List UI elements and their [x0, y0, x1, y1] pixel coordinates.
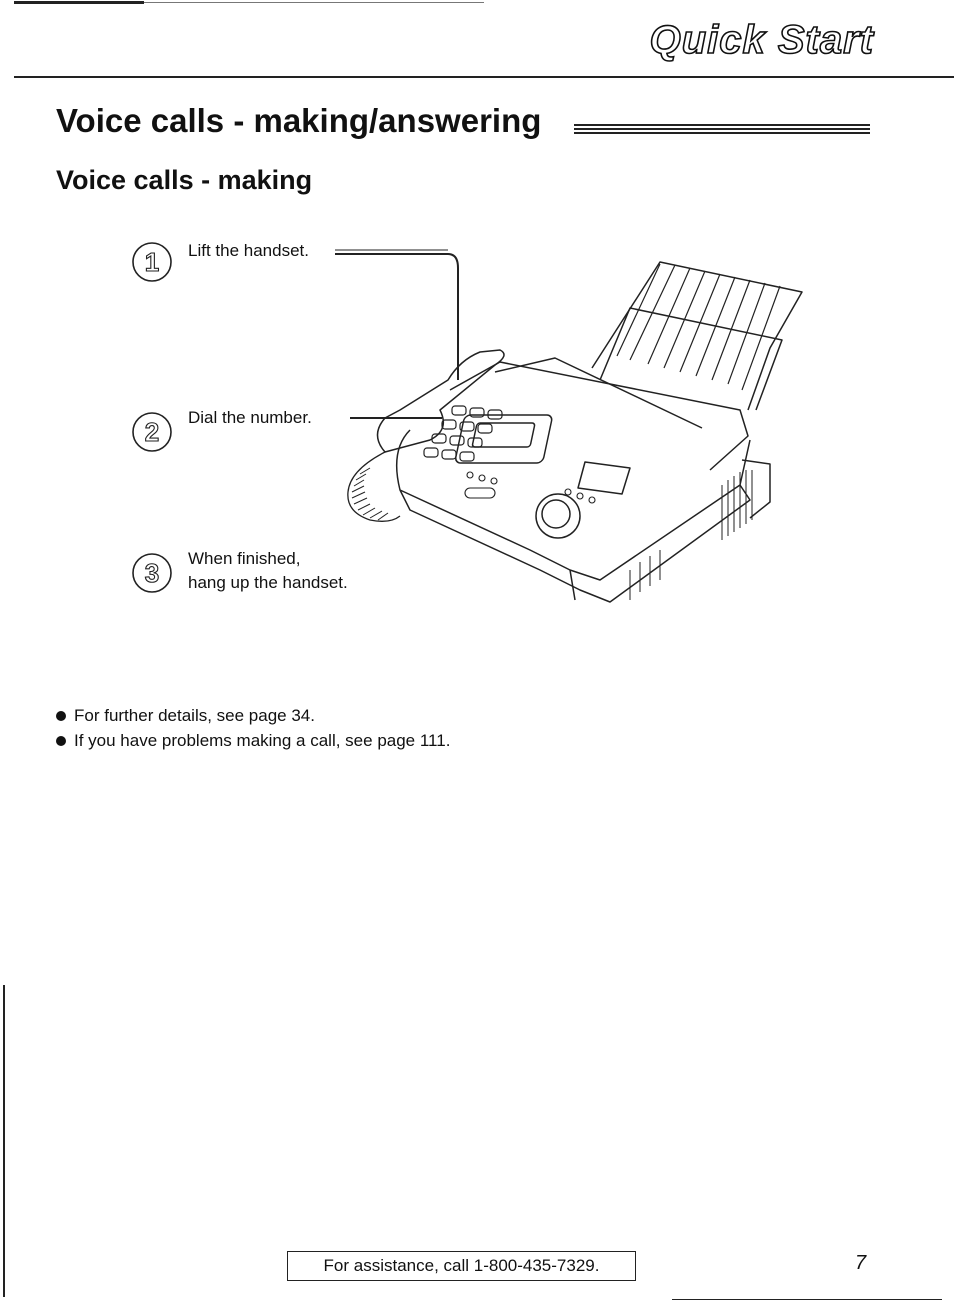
step-3-number-icon: 3: [132, 553, 172, 593]
fax-machine-illustration: [335, 249, 803, 603]
step-2-number-icon: 2: [132, 412, 172, 452]
step-2-text: Dial the number.: [188, 406, 312, 430]
section-heading: Voice calls - making: [56, 165, 313, 195]
step-3-line-2: hang up the handset.: [188, 573, 348, 592]
notes-list: For further details, see page 34. If you…: [56, 703, 450, 753]
top-border-line: [14, 1, 144, 4]
header-rule: [14, 76, 954, 78]
step-3-text: When finished, hang up the handset.: [188, 547, 348, 595]
top-border-line-thin: [144, 2, 484, 3]
svg-text:2: 2: [145, 417, 159, 447]
note-item: For further details, see page 34.: [56, 703, 450, 728]
footer-rule: [672, 1299, 942, 1300]
step-1-line-1: Lift the handset.: [188, 241, 309, 260]
svg-text:1: 1: [145, 247, 159, 277]
step-2-line-1: Dial the number.: [188, 408, 312, 427]
assistance-box: For assistance, call 1-800-435-7329.: [287, 1251, 636, 1281]
step-1-text: Lift the handset.: [188, 239, 309, 263]
note-item: If you have problems making a call, see …: [56, 728, 450, 753]
section-tab: Quick Start: [649, 18, 874, 62]
page-title: Voice calls - making/answering: [56, 102, 542, 139]
step-3-line-1: When finished,: [188, 549, 301, 568]
step-1-number-icon: 1: [132, 242, 172, 282]
margin-bar: [3, 985, 5, 1297]
svg-text:3: 3: [145, 558, 159, 588]
title-rules: [574, 124, 870, 136]
page-number: 7: [855, 1252, 867, 1274]
